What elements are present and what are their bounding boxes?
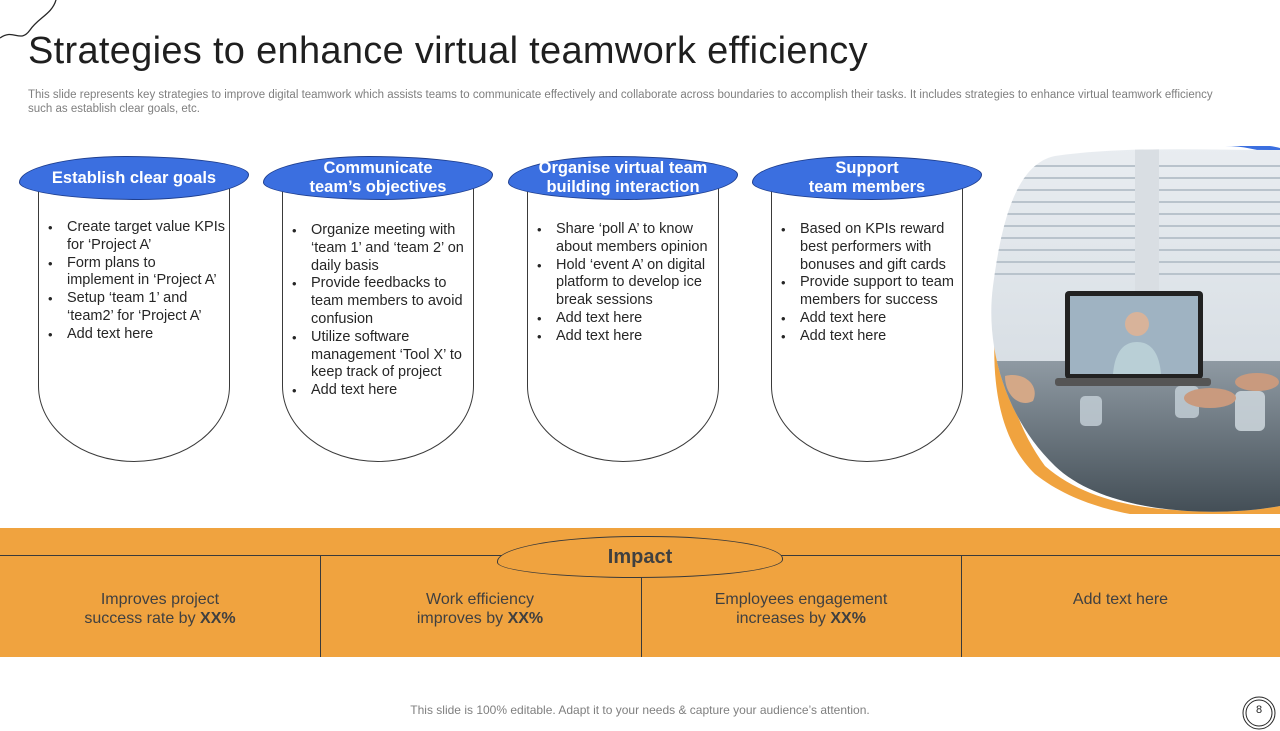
video-meeting-photo	[985, 144, 1280, 522]
divider	[320, 555, 321, 657]
card-heading: Communicate team’s objectives	[263, 156, 493, 200]
impact-cell-3: Employees engagement increases by XX%	[641, 590, 961, 628]
card-heading: Support team members	[752, 156, 982, 200]
decorative-curve-icon	[0, 0, 57, 39]
list-item: Add text here	[536, 328, 714, 346]
card-bullet-list: Create target value KPIs for ‘Project A’…	[47, 219, 225, 344]
list-item: Add text here	[780, 310, 958, 328]
list-item: Organize meeting with ‘team 1’ and ‘team…	[291, 222, 469, 275]
list-item: Hold ‘event A’ on digital platform to de…	[536, 257, 714, 310]
impact-text: Add text here	[1072, 591, 1169, 608]
strategy-card-1: Establish clear goals Create target valu…	[19, 156, 251, 462]
list-item: Add text here	[291, 382, 469, 400]
strategy-card-2: Communicate team’s objectives Organize m…	[263, 156, 495, 462]
slide-title: Strategies to enhance virtual teamwork e…	[28, 30, 868, 72]
list-item: Provide support to team members for succ…	[780, 274, 958, 310]
card-heading: Establish clear goals	[19, 156, 249, 200]
list-item: Add text here	[780, 328, 958, 346]
impact-value: XX%	[507, 610, 544, 627]
list-item: Add text here	[536, 310, 714, 328]
impact-cell-2: Work efficiency improves by XX%	[320, 590, 640, 628]
impact-label: Impact	[497, 536, 783, 578]
list-item: Utilize software management ‘Tool X’ to …	[291, 329, 469, 382]
impact-value: XX%	[200, 610, 236, 627]
card-bullet-list: Share ‘poll A’ to know about members opi…	[536, 221, 714, 346]
list-item: Add text here	[47, 326, 225, 344]
list-item: Provide feedbacks to team members to avo…	[291, 275, 469, 328]
slide-subtitle: This slide represents key strategies to …	[28, 89, 1213, 115]
footer-note: This slide is 100% editable. Adapt it to…	[410, 703, 870, 717]
card-bullet-list: Based on KPIs reward best performers wit…	[780, 221, 958, 346]
page-number: 8	[1255, 704, 1263, 716]
impact-text: Work efficiency improves by	[416, 591, 534, 627]
impact-text: Improves project success rate by	[84, 591, 220, 627]
list-item: Form plans to implement in ‘Project A’	[47, 255, 225, 291]
impact-value: XX%	[830, 610, 866, 627]
card-bullet-list: Organize meeting with ‘team 1’ and ‘team…	[291, 222, 469, 400]
list-item: Based on KPIs reward best performers wit…	[780, 221, 958, 274]
strategy-card-4: Support team members Based on KPIs rewar…	[752, 156, 984, 462]
impact-text: Employees engagement increases by	[714, 591, 888, 627]
card-heading: Organise virtual team building interacti…	[508, 156, 738, 200]
impact-cell-4: Add text here	[961, 590, 1280, 609]
list-item: Setup ‘team 1’ and ‘team2’ for ‘Project …	[47, 290, 225, 326]
divider	[641, 555, 642, 657]
impact-cell-1: Improves project success rate by XX%	[0, 590, 320, 628]
divider	[961, 555, 962, 657]
list-item: Share ‘poll A’ to know about members opi…	[536, 221, 714, 257]
list-item: Create target value KPIs for ‘Project A’	[47, 219, 225, 255]
strategy-card-3: Organise virtual team building interacti…	[508, 156, 740, 462]
